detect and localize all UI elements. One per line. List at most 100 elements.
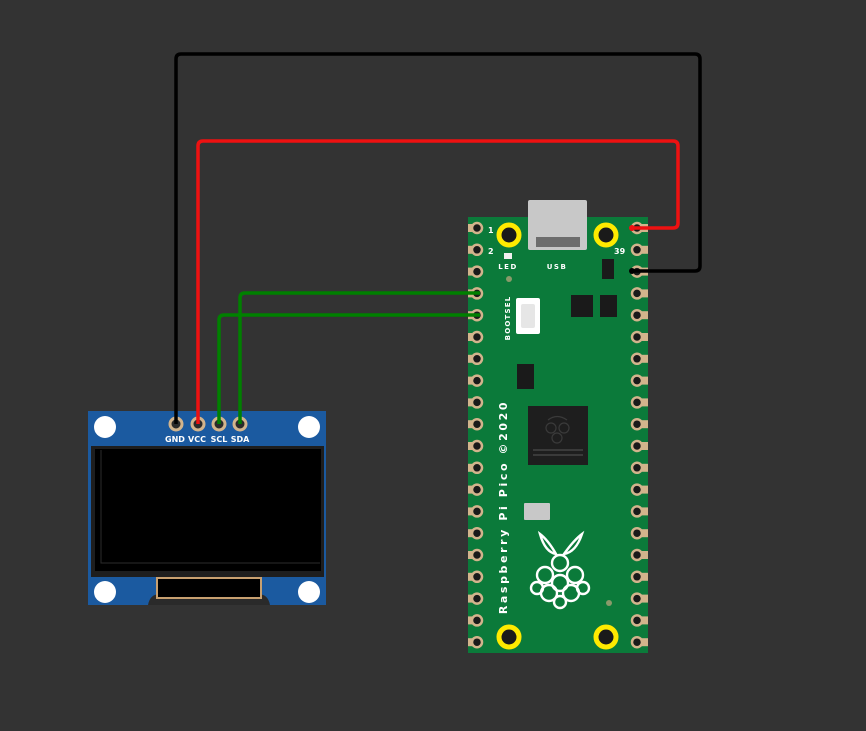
pico-pin-pad — [640, 420, 648, 429]
wire-end-vcc — [629, 225, 635, 231]
pico-pin-right-34[interactable] — [630, 352, 644, 366]
pico-pin-left-23[interactable] — [470, 461, 484, 475]
pico-pin-right-23[interactable] — [630, 592, 644, 605]
pico-component — [524, 503, 550, 520]
pico-pin-right-31[interactable] — [630, 417, 644, 431]
pico-pin-left-37[interactable] — [470, 614, 484, 627]
pico-pin-pad — [640, 507, 648, 516]
pico-pin-left-33[interactable] — [470, 570, 484, 584]
bootsel-button-cap — [521, 304, 535, 328]
pico-pin-right-24[interactable] — [630, 570, 644, 584]
rp2040-marking — [533, 449, 583, 451]
pico-pin-pad — [640, 638, 648, 647]
pico-pin-pad — [640, 463, 648, 472]
pico-pins-right[interactable] — [630, 221, 648, 649]
rp2040-logo — [545, 415, 570, 444]
oled-mount-hole — [298, 581, 320, 603]
pico-pin-left-29[interactable] — [470, 526, 484, 540]
pico-pin-pad — [640, 572, 648, 581]
pico-pin-pad — [640, 616, 648, 625]
pico-pin-left-21[interactable] — [470, 439, 484, 453]
pico-pin-right-29[interactable] — [630, 461, 644, 475]
pico-pin-left-27[interactable] — [470, 505, 484, 518]
pico-pin-pad — [640, 311, 648, 320]
pico-mount-hole — [593, 624, 619, 650]
pico-pin-pad — [640, 245, 648, 254]
oled-mount-hole — [298, 416, 320, 438]
pico-pin-right-25[interactable] — [630, 548, 644, 562]
pico-pin-left-3[interactable] — [470, 243, 484, 257]
oled-module[interactable]: GND VCC SCL SDA — [88, 411, 326, 605]
pico-pin-pad — [640, 594, 648, 603]
pico-pin-right-36[interactable] — [630, 308, 644, 322]
wire-vcc[interactable] — [196, 139, 680, 424]
pico-label-pin1: 1 — [488, 226, 494, 235]
oled-pin-label-gnd: GND — [165, 435, 185, 444]
pico-pin-right-32[interactable] — [630, 396, 644, 409]
pico-testpoint — [506, 276, 512, 282]
pico-component — [571, 295, 593, 317]
rp2040-marking — [533, 454, 583, 456]
pico-mount-hole — [496, 222, 522, 248]
wire-scl[interactable] — [217, 313, 480, 424]
wire-sda[interactable] — [238, 291, 480, 424]
pico-pin-left-35[interactable] — [470, 592, 484, 605]
pico-led — [504, 253, 512, 259]
pico-label-pin2: 2 — [488, 247, 494, 256]
pico-pin-right-37[interactable] — [630, 287, 644, 300]
wire-gnd[interactable] — [174, 52, 702, 424]
pico-label-led: LED — [498, 263, 518, 271]
pico-pin-pad — [640, 485, 648, 494]
pico-pin-pad — [640, 333, 648, 341]
pico-pin-pad — [640, 551, 648, 559]
pico-pin-left-19[interactable] — [470, 417, 484, 431]
pico-pin-left-1[interactable] — [470, 221, 484, 235]
pico-pin-right-39[interactable] — [630, 243, 644, 257]
rp2040-chip — [528, 406, 588, 465]
oled-screen — [95, 449, 321, 571]
pico-pin-right-35[interactable] — [630, 330, 644, 344]
oled-pin-label-scl: SCL — [211, 435, 228, 444]
pico-component — [600, 295, 617, 317]
raspberry-pi-logo — [529, 530, 591, 610]
pico-pin-pad — [640, 529, 648, 538]
pico-pin-right-21[interactable] — [630, 635, 644, 649]
pico-pin-right-33[interactable] — [630, 374, 644, 387]
pico-pin-right-28[interactable] — [630, 483, 644, 496]
pico-pin-pad — [640, 354, 648, 363]
oled-screen-edge — [100, 450, 320, 564]
wire-end-gnd — [629, 268, 635, 274]
pico-pin-left-25[interactable] — [470, 483, 484, 496]
pico-pin-pad — [640, 376, 648, 385]
pico-component — [517, 364, 534, 389]
pico-silkscreen-title: Raspberry Pi Pico ©2020 — [497, 400, 510, 614]
pico-pin-left-5[interactable] — [470, 265, 484, 278]
pico-pin-left-15[interactable] — [470, 374, 484, 387]
pico-board[interactable]: 1 2 39 LED USB BOOTSEL — [468, 200, 648, 653]
oled-pin-label-sda: SDA — [231, 435, 250, 444]
pico-pin-left-13[interactable] — [470, 352, 484, 366]
pico-pin-pad — [640, 398, 648, 407]
pico-usb-shadow — [536, 237, 580, 247]
oled-mount-hole — [94, 416, 116, 438]
oled-pin-label-vcc: VCC — [188, 435, 206, 444]
pico-pin-left-39[interactable] — [470, 635, 484, 649]
wires — [174, 52, 702, 424]
pico-testpoint — [606, 600, 612, 606]
pico-mount-hole — [593, 222, 619, 248]
pico-mount-hole — [496, 624, 522, 650]
pico-pin-right-22[interactable] — [630, 614, 644, 627]
pico-pin-left-17[interactable] — [470, 396, 484, 409]
pico-pin-right-27[interactable] — [630, 505, 644, 518]
pico-pin-left-11[interactable] — [470, 330, 484, 344]
pico-label-bootsel: BOOTSEL — [504, 296, 512, 341]
pico-pin-right-26[interactable] — [630, 526, 644, 540]
pico-label-usb: USB — [547, 263, 568, 271]
oled-ribbon-connector — [156, 577, 262, 599]
pico-pin-right-30[interactable] — [630, 439, 644, 453]
pico-component — [602, 259, 614, 279]
pico-pin-left-31[interactable] — [470, 548, 484, 562]
pico-label-pin39: 39 — [614, 247, 626, 256]
pico-pin-pad — [640, 289, 648, 298]
